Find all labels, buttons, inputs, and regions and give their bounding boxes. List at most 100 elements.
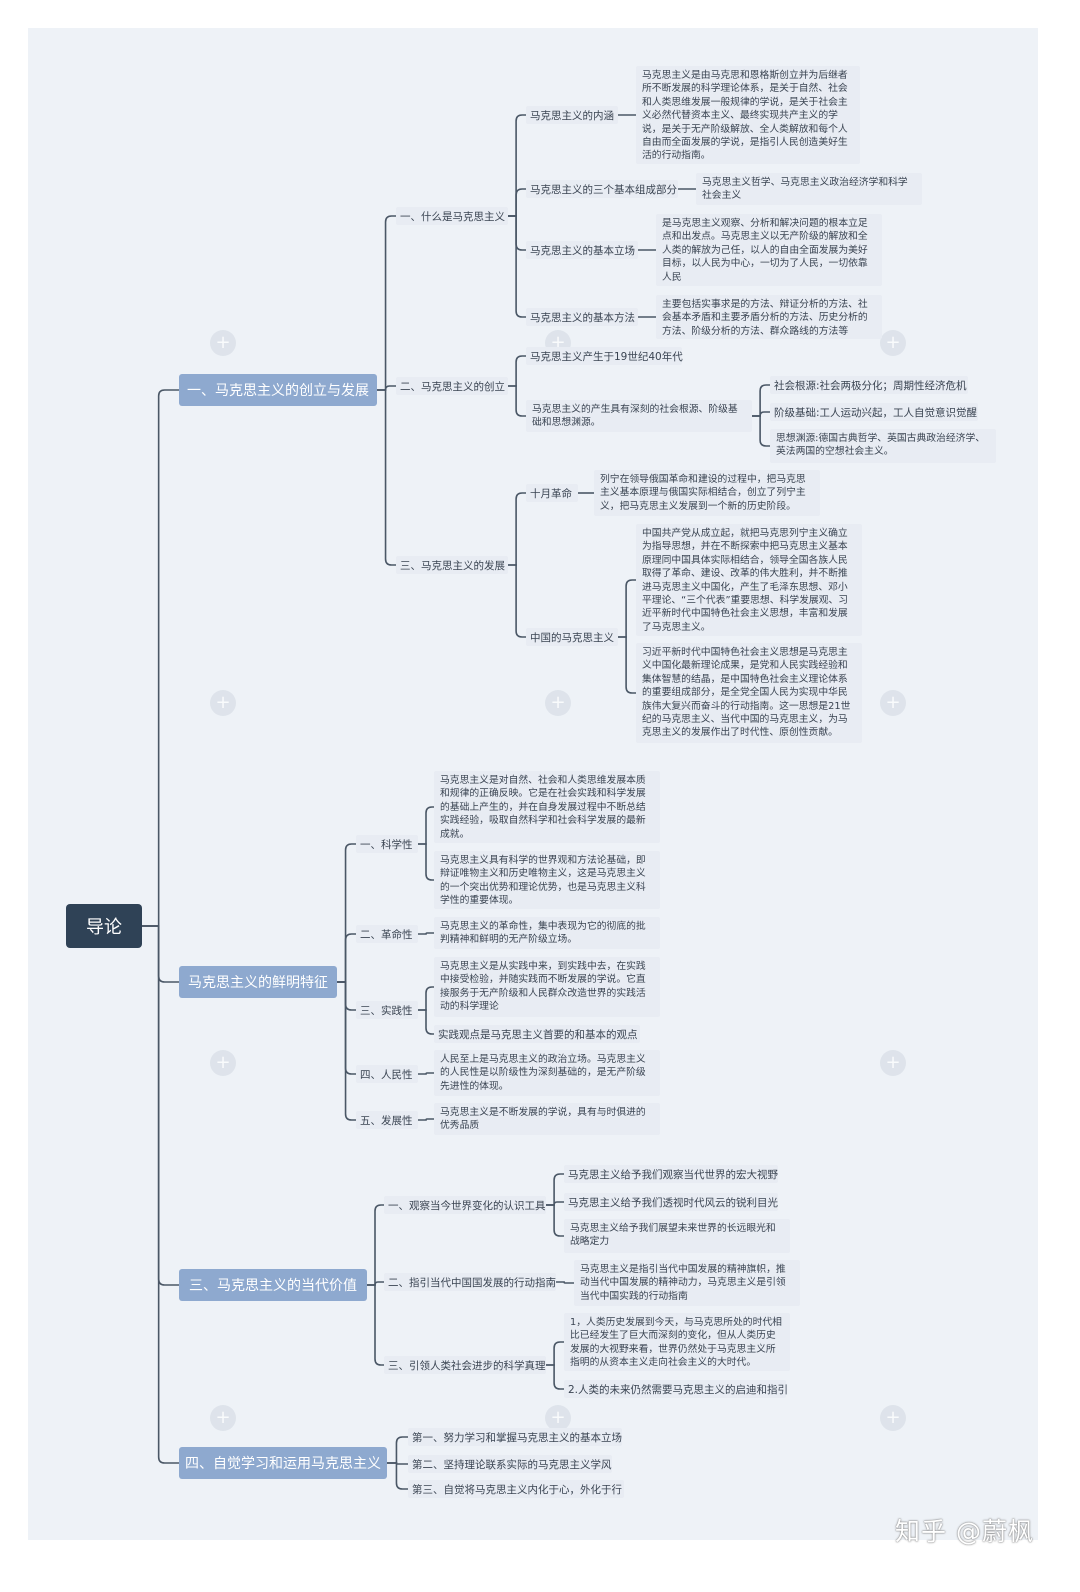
leaf-third-practice: 第三、自觉将马克思主义内化于心，外化于行 — [408, 1480, 624, 1498]
connector-b2s1l2 — [418, 843, 434, 881]
watermark-plus-icon: + — [880, 1405, 906, 1431]
connector-b2s2l — [418, 932, 434, 935]
connector-b3s2l — [556, 1281, 574, 1284]
connector-b1s3t2 — [508, 564, 526, 638]
topic-marxism-connotation[interactable]: 马克思主义的内涵 — [526, 106, 618, 124]
leaf-historical-era: 1，人类历史发展到今天，与马克思所处的时代相比已经发生了巨大而深刻的变化，但从人… — [564, 1313, 790, 1371]
leaf-first-stance: 第一、努力学习和掌握马克思主义的基本立场 — [408, 1428, 622, 1446]
leaf-thought-source: 思想渊源:德国古典哲学、英国古典政治经济学、英法两国的空想社会主义。 — [770, 429, 996, 463]
watermark-plus-icon: + — [880, 690, 906, 716]
connector-b3s3 — [367, 1284, 384, 1366]
connector-b3s1l1 — [546, 1173, 564, 1206]
leaf-scientific-1: 马克思主义是对自然、社会和人类思维发展本质和规律的正确反映。它是在社会实践和科学… — [434, 771, 660, 843]
branch-founding-and-development[interactable]: 一、马克思主义的创立与发展 — [179, 374, 377, 406]
topic-cognitive-tool[interactable]: 一、观察当今世界变化的认识工具 — [384, 1196, 546, 1214]
topic-chinese-marxism[interactable]: 中国的马克思主义 — [526, 628, 618, 646]
leaf-scientific-2: 马克思主义具有科学的世界观和方法论基础，即辩证唯物主义和历史唯物主义，这是马克思… — [434, 851, 660, 909]
connector-b2s1 — [337, 843, 356, 983]
connector-b1s1t2 — [508, 188, 526, 217]
leaf-class-basis: 阶级基础:工人运动兴起，工人自觉意识觉醒 — [770, 403, 978, 421]
leaf-components-text: 马克思主义哲学、马克思主义政治经济学和科学社会主义 — [696, 173, 922, 205]
watermark-plus-icon: + — [210, 1050, 236, 1076]
leaf-second-style: 第二、坚持理论联系实际的马克思主义学风 — [408, 1455, 612, 1473]
connector-b4l3 — [387, 1462, 408, 1490]
leaf-xi-thought-text: 习近平新时代中国特色社会主义思想是马克思主义中国化最新理论成果，是党和人民实践经… — [636, 643, 862, 743]
credit-text: 知乎 @蔚枫 — [895, 1517, 1034, 1546]
topic-three-components[interactable]: 马克思主义的三个基本组成部分 — [526, 180, 678, 198]
connector-b2s1l1 — [418, 806, 434, 845]
watermark-plus-icon: + — [210, 330, 236, 356]
topic-founding-of-marxism[interactable]: 二、马克思主义的创立 — [396, 377, 508, 395]
connector-b2s2 — [337, 933, 356, 983]
connector-b4l1 — [387, 1436, 408, 1464]
branch-contemporary-value[interactable]: 三、马克思主义的当代价值 — [179, 1269, 367, 1301]
watermark-plus-icon: + — [880, 330, 906, 356]
topic-what-is-marxism[interactable]: 一、什么是马克思主义 — [396, 207, 508, 225]
topic-revolutionary[interactable]: 二、革命性 — [356, 925, 418, 943]
watermark-plus-icon: + — [210, 690, 236, 716]
topic-scientific[interactable]: 一、科学性 — [356, 835, 418, 853]
watermark-plus-icon: + — [880, 1050, 906, 1076]
watermark-plus-icon: + — [545, 1405, 571, 1431]
leaf-broad-vision: 马克思主义给予我们观察当代世界的宏大视野 — [564, 1165, 778, 1183]
topic-developmental[interactable]: 五、发展性 — [356, 1111, 418, 1129]
topic-development-of-marxism[interactable]: 三、马克思主义的发展 — [396, 556, 508, 574]
leaf-stance-text: 是马克思主义观察、分析和解决问题的根本立足点和出发点。马克思主义以无产阶级的解放… — [656, 214, 882, 286]
topic-basic-method[interactable]: 马克思主义的基本方法 — [526, 308, 638, 326]
branch-study-and-apply[interactable]: 四、自觉学习和运用马克思主义 — [179, 1447, 387, 1479]
connector-b3s1 — [367, 1204, 384, 1286]
connector-b1s2t2l1 — [752, 384, 770, 417]
connector-b1s3t1 — [508, 492, 526, 566]
connector-b1s1 — [377, 215, 396, 391]
connector-b2s4 — [337, 981, 356, 1075]
leaf-social-root: 社会根源:社会两极分化；周期性经济危机 — [770, 376, 968, 394]
leaf-developmental: 马克思主义是不断发展的学说，具有与时俱进的优秀品质 — [434, 1103, 660, 1135]
leaf-people: 人民至上是马克思主义的政治立场。马克思主义的人民性是以阶级性为深刻基础的，是无产… — [434, 1050, 660, 1096]
topic-social-roots[interactable]: 马克思主义的产生具有深刻的社会根源、阶级基础和思想渊源。 — [526, 400, 752, 432]
leaf-cpc-guidance-text: 中国共产党从成立起，就把马克思列宁主义确立为指导思想，并在不断探索中把马克思主义… — [636, 524, 862, 636]
leaf-practical-2: 实践观点是马克思主义首要的和基本的观点 — [434, 1025, 640, 1043]
connector-b1s1t4 — [508, 215, 526, 318]
branch-distinct-features[interactable]: 马克思主义的鲜明特征 — [179, 966, 337, 998]
connector-b1 — [142, 389, 179, 927]
connector-b1s3 — [377, 389, 396, 566]
watermark-plus-icon: + — [210, 1405, 236, 1431]
connector-b1s2t2 — [508, 385, 526, 417]
connector-b1s2t2l3 — [752, 415, 770, 447]
leaf-method-text: 主要包括实事求是的方法、辩证分析的方法、社会基本矛盾和主要矛盾分析的方法、历史分… — [656, 295, 882, 339]
watermark-plus-icon: + — [545, 690, 571, 716]
connector-b2s5 — [337, 981, 356, 1121]
topic-origin-1840s[interactable]: 马克思主义产生于19世纪40年代 — [526, 347, 683, 365]
connector-b1s1t3 — [508, 215, 526, 251]
leaf-action-guide: 马克思主义是指引当代中国发展的精神旗帜，推动当代中国发展的精神动力，马克思主义是… — [574, 1260, 800, 1306]
topic-scientific-truth[interactable]: 三、引领人类社会进步的科学真理 — [384, 1356, 546, 1374]
connector-b3s3l1 — [546, 1341, 564, 1366]
connector-b2s4l — [418, 1072, 434, 1075]
connector-b4 — [142, 925, 179, 1464]
topic-people[interactable]: 四、人民性 — [356, 1065, 418, 1083]
leaf-practical-1: 马克思主义是从实践中来，到实践中去，在实践中接受检验，并随实践而不断发展的学说。… — [434, 957, 660, 1017]
connector-b2s5l — [418, 1118, 434, 1121]
leaf-sharp-eye: 马克思主义给予我们透视时代风云的锐利目光 — [564, 1193, 778, 1211]
root-topic[interactable]: 导论 — [66, 904, 142, 948]
connector-b2 — [142, 925, 179, 983]
connector-b1s3t2l2 — [618, 636, 636, 694]
topic-basic-stance[interactable]: 马克思主义的基本立场 — [526, 241, 638, 259]
leaf-leninism-text: 列宁在领导俄国革命和建设的过程中，把马克思主义基本原理与俄国实际相结合，创立了列… — [594, 470, 820, 516]
topic-practical[interactable]: 三、实践性 — [356, 1001, 418, 1019]
connector-b2s3 — [337, 981, 356, 1011]
topic-action-guide[interactable]: 二、指引当代中国国发展的行动指南 — [384, 1273, 556, 1291]
connector-b2s3l2 — [418, 1009, 434, 1035]
leaf-revolutionary: 马克思主义的革命性，集中表现为它的彻底的批判精神和鲜明的无产阶级立场。 — [434, 917, 660, 949]
connector-b3s1l3 — [546, 1204, 564, 1237]
connector-b1s2t1 — [508, 355, 526, 387]
leaf-future-guidance: 2.人类的未来仍然需要马克思主义的启迪和指引 — [564, 1380, 788, 1398]
leaf-connotation-text: 马克思主义是由马克思和恩格斯创立并为后继者所不断发展的科学理论体系，是关于自然、… — [636, 66, 860, 164]
connector-b3s3l2 — [546, 1364, 564, 1390]
topic-october-revolution[interactable]: 十月革命 — [526, 484, 578, 502]
connector-b2s3l1 — [418, 986, 434, 1011]
connector-b1s1t1 — [508, 114, 526, 217]
connector-b1s3t2l1 — [618, 579, 636, 638]
leaf-long-view: 马克思主义给予我们展望未来世界的长远眼光和战略定力 — [564, 1219, 790, 1253]
